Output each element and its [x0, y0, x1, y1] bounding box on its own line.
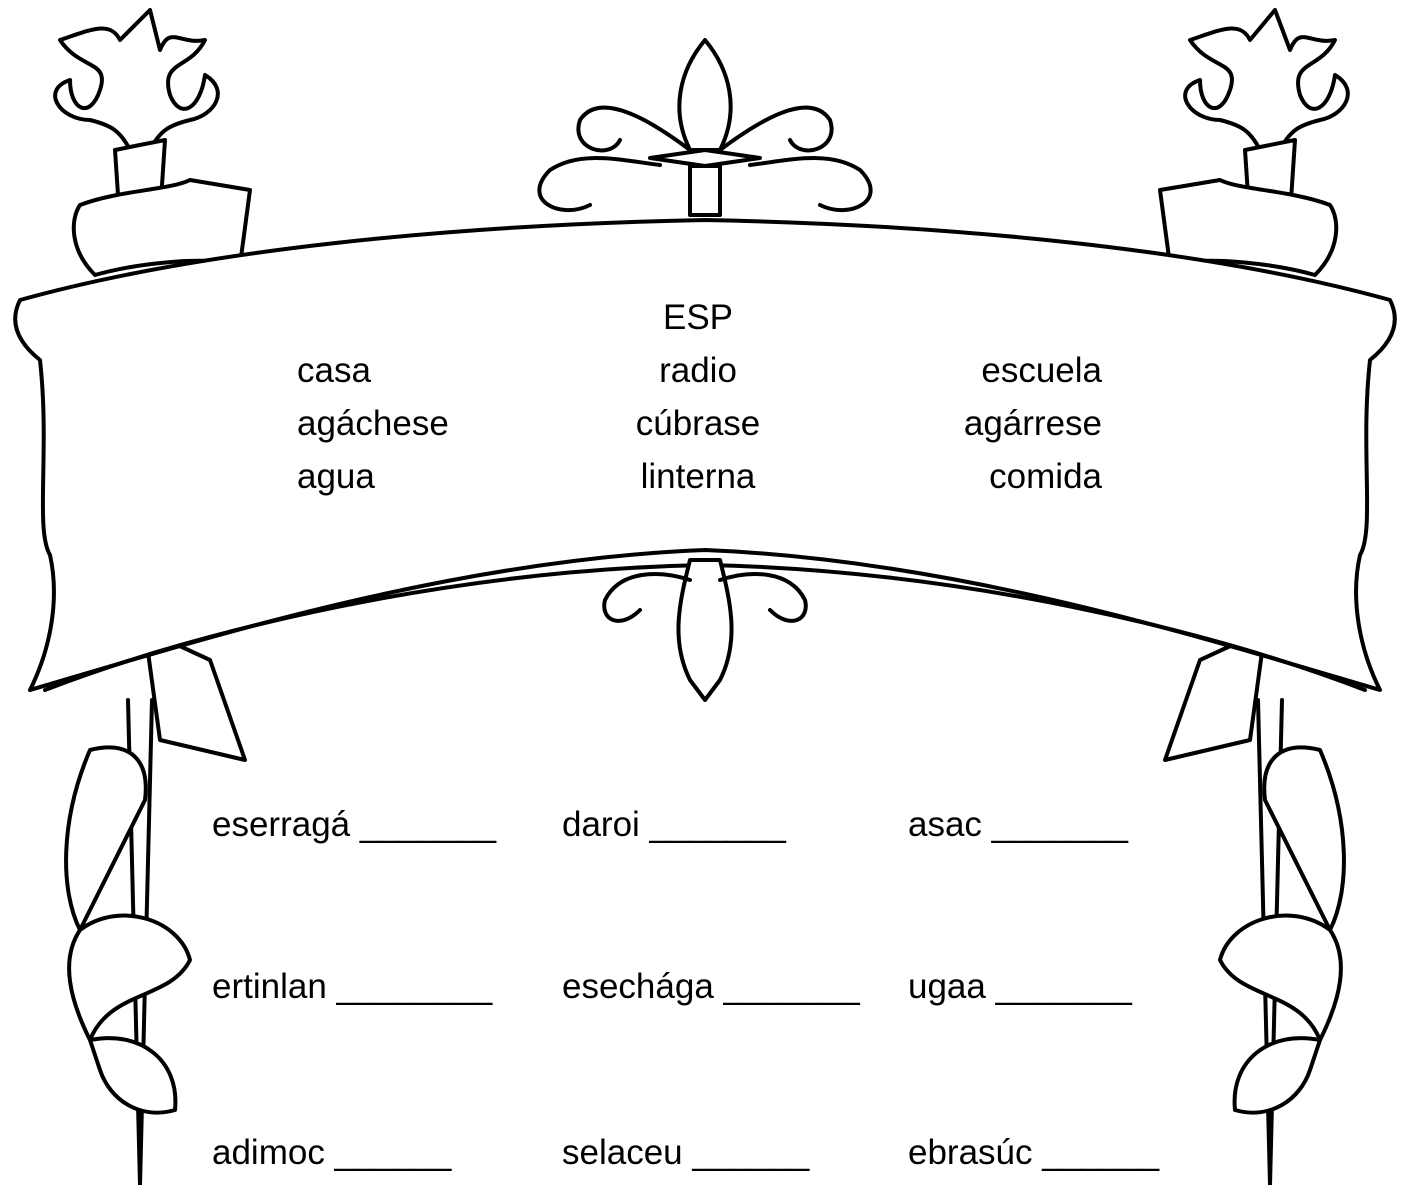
scramble-item: asac _______: [908, 805, 1128, 844]
word-bank-item: casa: [297, 351, 371, 390]
word-bank-item: linterna: [640, 457, 756, 496]
scramble-item: adimoc ______: [212, 1133, 452, 1172]
top-crest-ornament: [537, 38, 873, 217]
word-bank-item: agárrese: [963, 404, 1102, 443]
scramble-item: daroi _______: [562, 805, 786, 844]
scramble-item: esechága _______: [562, 967, 860, 1006]
word-bank-item: radio: [659, 351, 737, 390]
word-bank-item: cúbrase: [635, 404, 761, 443]
scramble-item: selaceu ______: [562, 1133, 810, 1172]
scramble-item: ertinlan ________: [212, 967, 493, 1006]
bottom-pendant-ornament: [602, 558, 808, 702]
scramble-item: eserragá _______: [212, 805, 497, 844]
banner-body: [13, 218, 1397, 692]
word-bank-item: comida: [989, 457, 1102, 496]
banner-title: ESP: [662, 298, 734, 337]
left-staff-decoration: [53, 8, 252, 1185]
scramble-item: ugaa _______: [908, 967, 1132, 1006]
word-bank-item: agáchese: [297, 404, 449, 443]
right-staff-decoration: [1158, 8, 1350, 1185]
word-bank-item: agua: [297, 457, 375, 496]
word-bank-item: escuela: [981, 351, 1102, 390]
scramble-item: ebrasúc ______: [908, 1133, 1160, 1172]
